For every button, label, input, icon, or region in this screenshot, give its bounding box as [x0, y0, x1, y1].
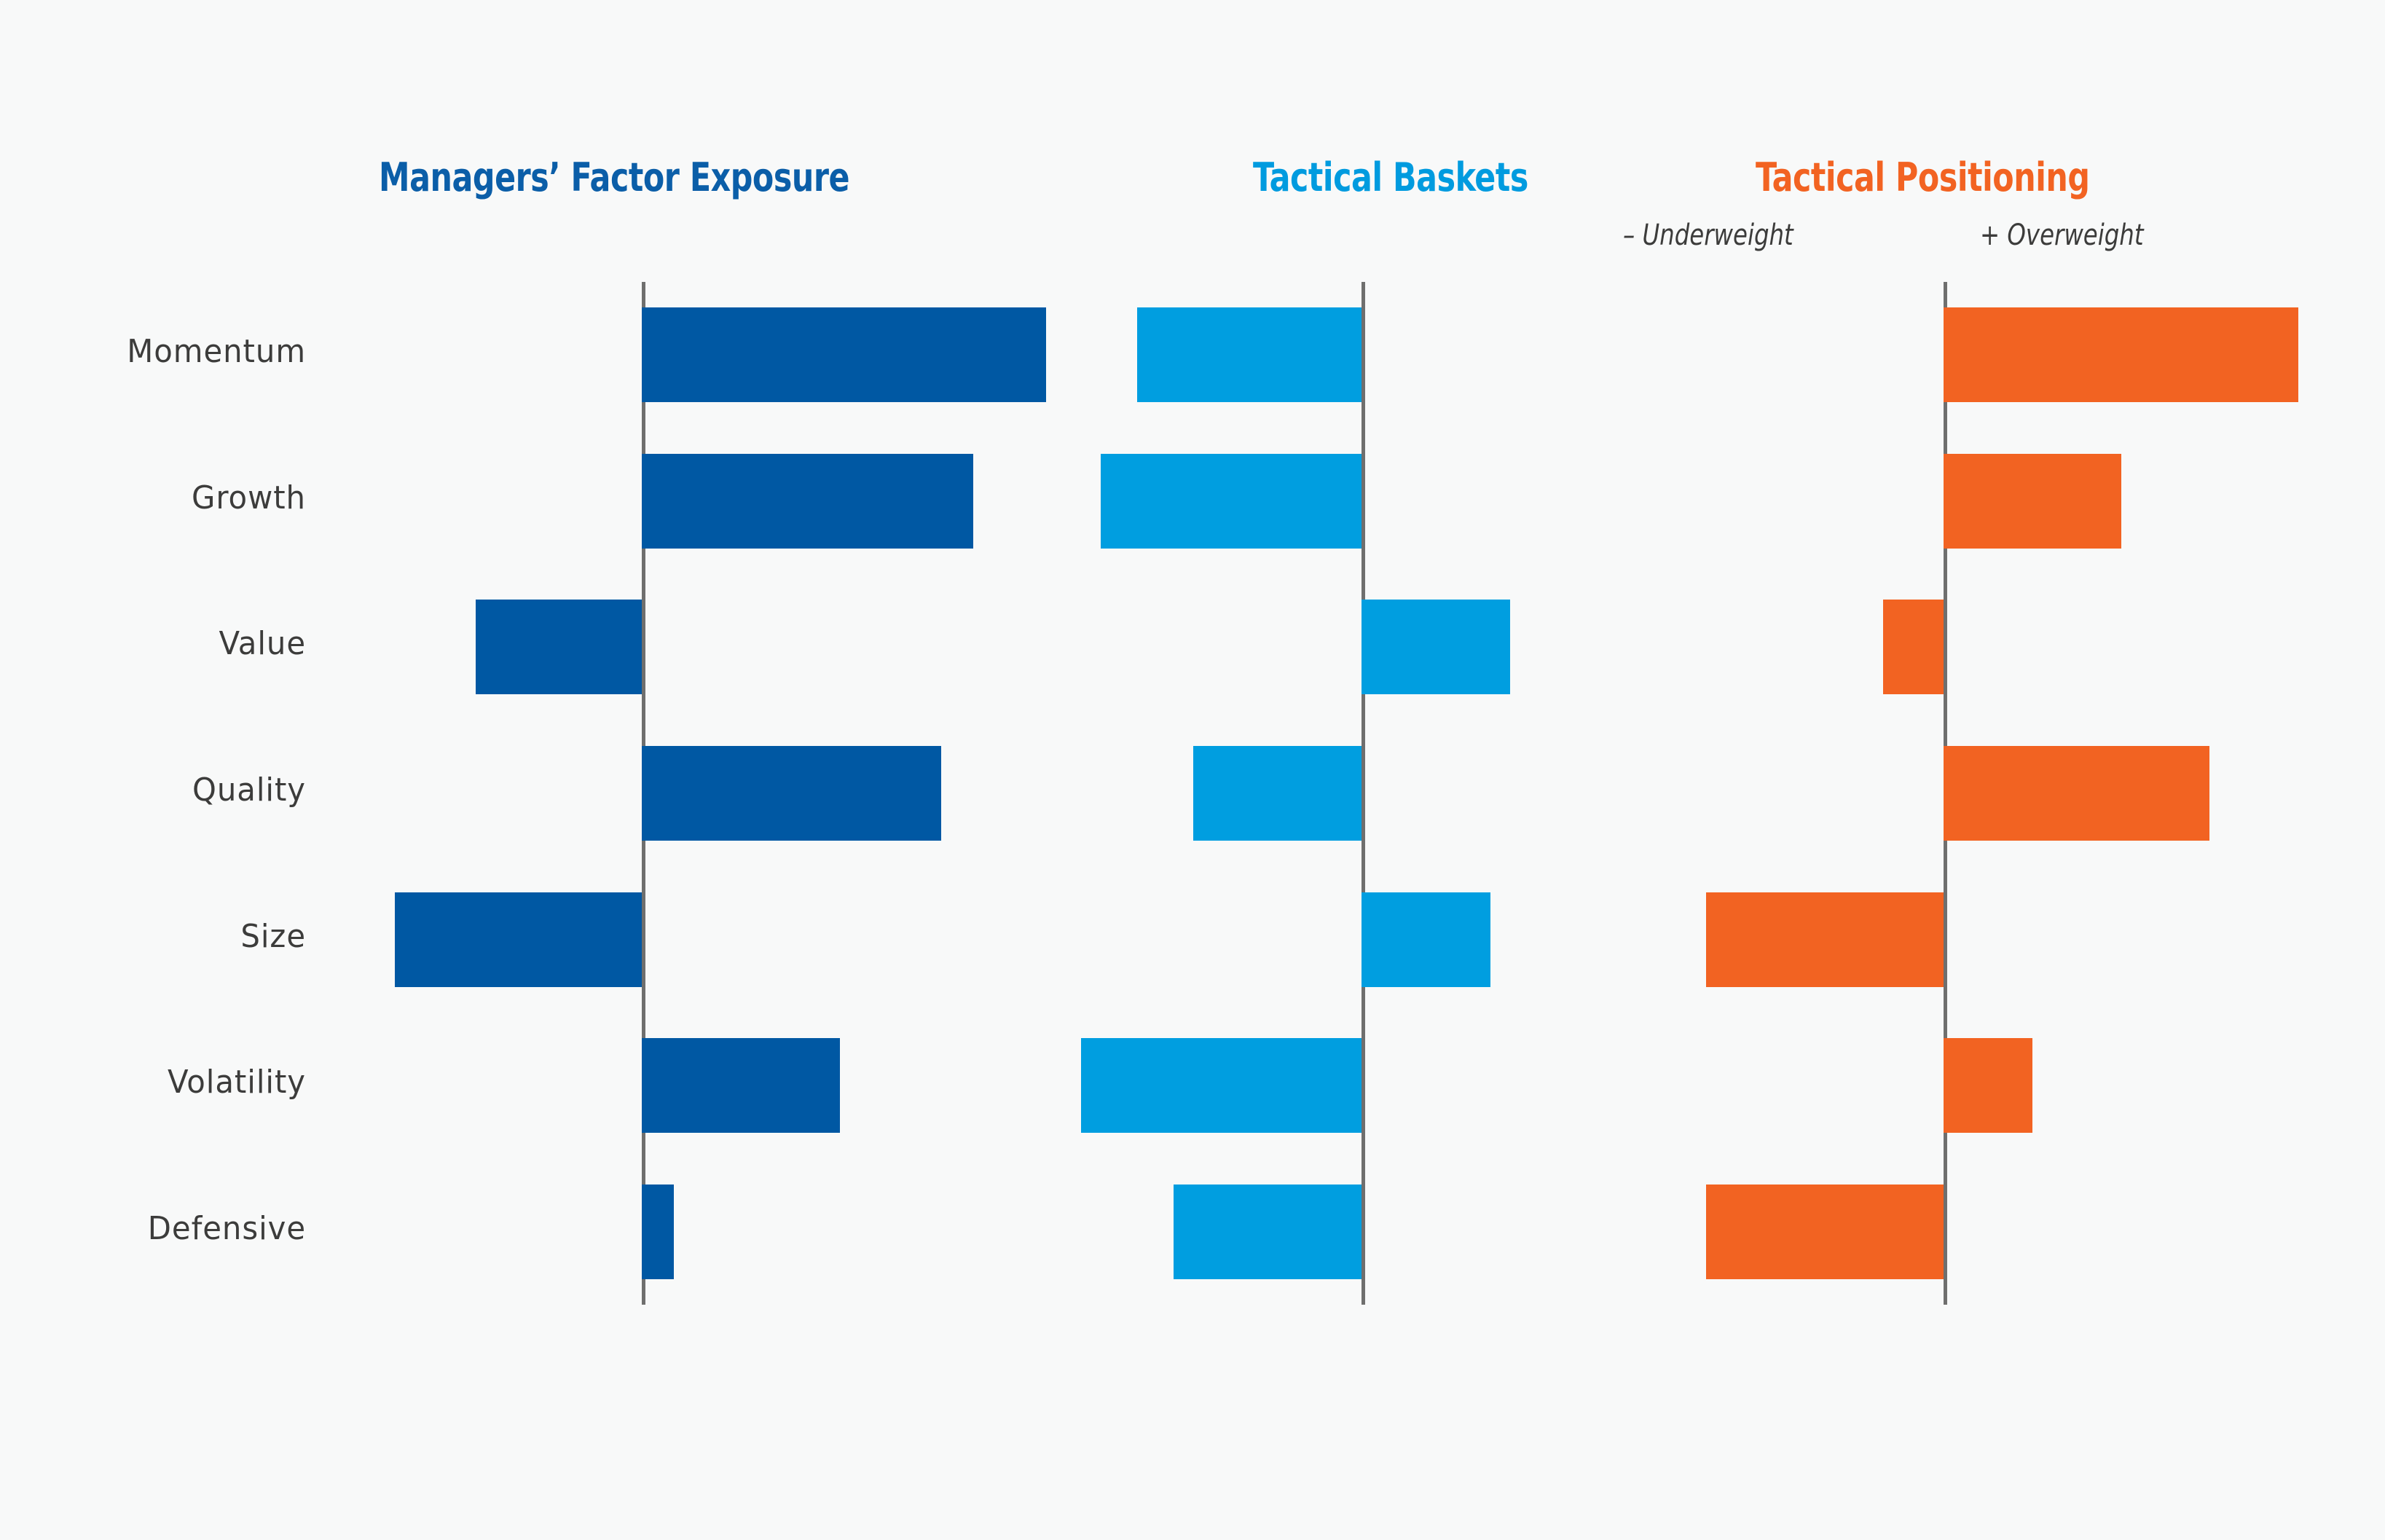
- bar-positioning-volatility: [1944, 1038, 2032, 1134]
- category-label-size: Size: [240, 917, 306, 955]
- bar-managers-defensive: [642, 1184, 675, 1279]
- category-label-defensive: Defensive: [147, 1209, 306, 1247]
- panel-title-tactical-baskets: Tactical Baskets: [1253, 154, 1528, 200]
- bar-positioning-quality: [1944, 746, 2210, 841]
- bar-positioning-momentum: [1944, 307, 2298, 403]
- bar-baskets-volatility: [1081, 1038, 1362, 1134]
- bar-baskets-value: [1362, 600, 1511, 695]
- category-label-value: Value: [219, 625, 306, 663]
- panel-title-tactical-positioning: Tactical Positioning: [1756, 154, 2090, 200]
- bar-baskets-momentum: [1137, 307, 1362, 403]
- zero-axis-baskets: [1362, 282, 1365, 1305]
- bar-positioning-value: [1883, 600, 1944, 695]
- bar-baskets-quality: [1193, 746, 1362, 841]
- bar-baskets-size: [1362, 892, 1491, 987]
- bar-positioning-size: [1705, 892, 1944, 987]
- category-label-growth: Growth: [191, 479, 306, 516]
- bar-managers-quality: [642, 746, 941, 841]
- bar-positioning-growth: [1944, 453, 2121, 549]
- bar-managers-growth: [642, 453, 974, 549]
- bar-positioning-defensive: [1705, 1184, 1944, 1279]
- bar-managers-momentum: [642, 307, 1046, 403]
- legend-overweight-label: + Overweight: [1980, 219, 2144, 252]
- panel-title-managers-factor-exposure: Managers’ Factor Exposure: [379, 154, 850, 200]
- bar-baskets-growth: [1100, 453, 1362, 549]
- legend-underweight-label: – Underweight: [1623, 219, 1793, 252]
- category-label-momentum: Momentum: [127, 333, 306, 371]
- bar-baskets-defensive: [1174, 1184, 1362, 1279]
- category-label-quality: Quality: [192, 771, 306, 809]
- category-label-volatility: Volatility: [167, 1064, 306, 1101]
- bar-managers-volatility: [642, 1038, 840, 1134]
- bar-managers-value: [476, 600, 642, 695]
- bar-managers-size: [395, 892, 642, 987]
